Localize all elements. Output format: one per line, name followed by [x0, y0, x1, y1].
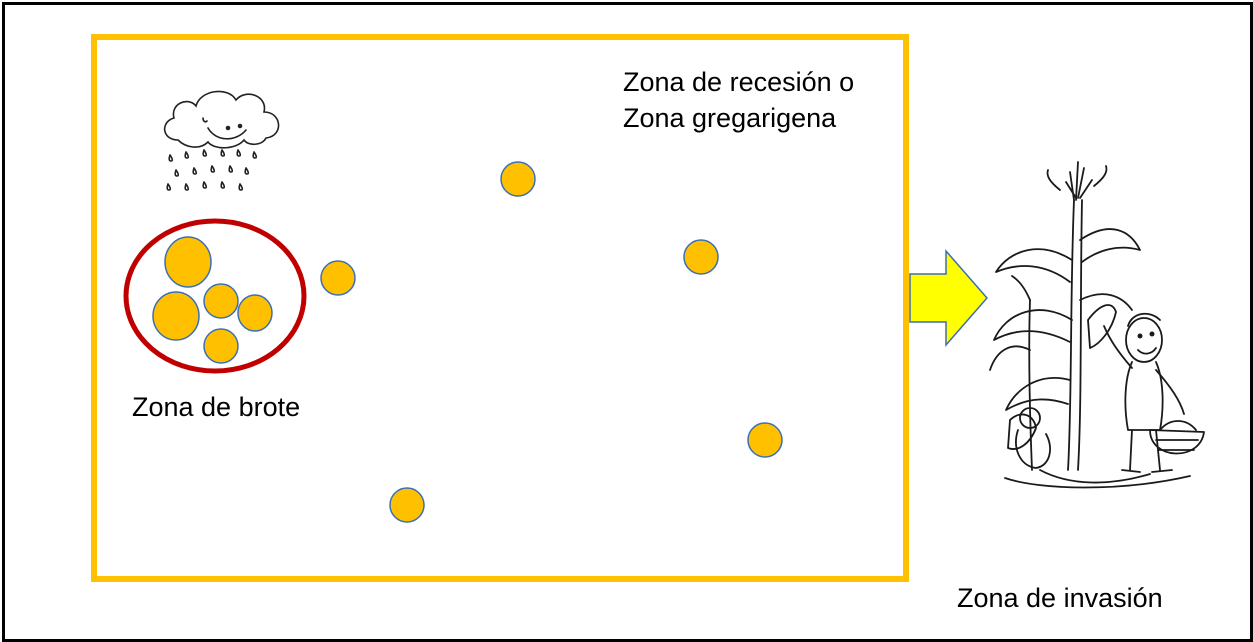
recession-zone-border	[91, 34, 909, 582]
locust-dot	[203, 328, 239, 364]
rain-cloud-icon	[163, 90, 280, 191]
locust-dot	[164, 236, 212, 288]
locust-dot	[747, 422, 783, 458]
arrow-right-icon	[909, 248, 988, 348]
recession-zone-label-line1: Zona de recesión o	[623, 67, 855, 97]
locust-dot	[500, 161, 536, 197]
invasion-zone-label: Zona de invasión	[957, 583, 1163, 613]
locust-dot	[320, 260, 356, 296]
corn-farmer-illustration	[989, 161, 1205, 489]
locust-dot	[203, 283, 239, 319]
recession-zone-label-line2: Zona gregarigena	[623, 103, 837, 133]
solitary-locusts	[320, 161, 783, 523]
locust-dot	[152, 291, 200, 341]
outbreak-zone-label: Zona de brote	[132, 392, 301, 422]
locust-dot	[389, 487, 425, 523]
locust-dot	[683, 239, 719, 275]
locust-dot	[237, 294, 273, 332]
outbreak-zone-ring	[123, 218, 307, 374]
recession-zone-label: Zona de recesión o Zona gregarigena	[623, 64, 854, 136]
locust-cluster	[152, 236, 273, 364]
